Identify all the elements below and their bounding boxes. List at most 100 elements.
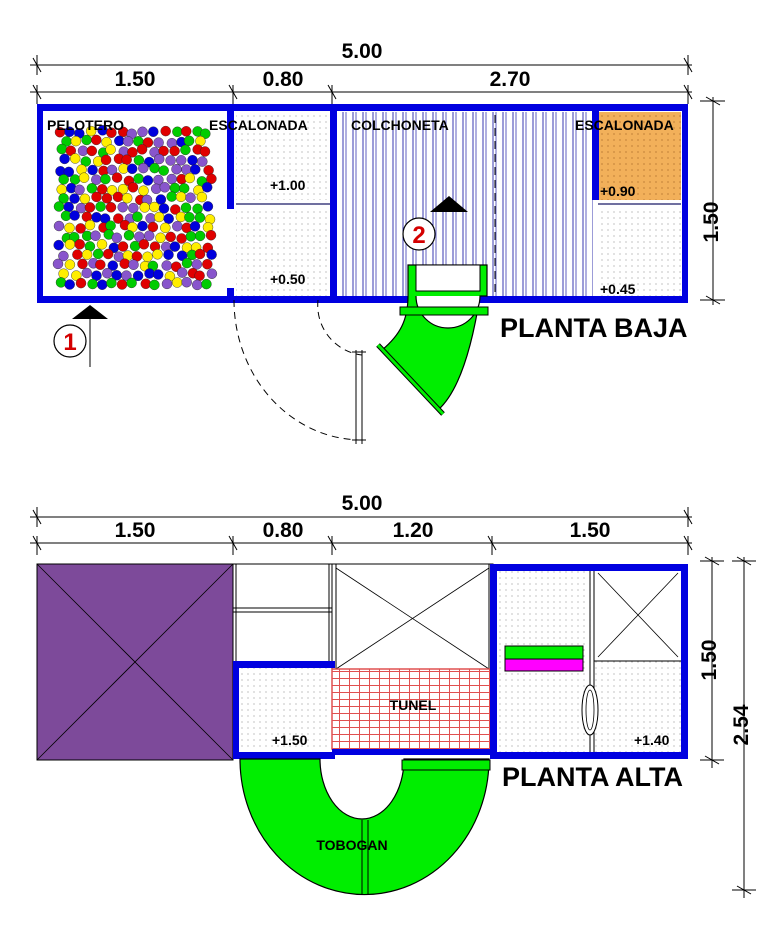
ball bbox=[53, 201, 65, 212]
ball bbox=[165, 231, 176, 243]
ball bbox=[161, 278, 173, 290]
ball bbox=[87, 278, 98, 290]
ball bbox=[169, 241, 181, 252]
ball bbox=[78, 172, 90, 183]
ball bbox=[107, 260, 119, 271]
ball bbox=[181, 257, 193, 269]
ball bbox=[200, 128, 211, 139]
ball bbox=[160, 125, 171, 137]
ball bbox=[153, 211, 165, 223]
ball bbox=[129, 240, 141, 252]
left-step-lower bbox=[236, 208, 330, 296]
ball bbox=[119, 258, 130, 269]
marker-2-circle bbox=[402, 217, 436, 251]
ball bbox=[132, 211, 143, 222]
ball bbox=[166, 191, 177, 202]
ground-height-dim: 1.50 bbox=[700, 202, 723, 243]
ball bbox=[91, 134, 102, 146]
ball bbox=[194, 230, 206, 242]
ball bbox=[53, 239, 64, 251]
ball bbox=[137, 126, 148, 138]
ball bbox=[145, 213, 156, 224]
ball bbox=[201, 181, 213, 193]
ball bbox=[194, 270, 205, 281]
ball bbox=[132, 270, 144, 281]
ball bbox=[75, 277, 87, 289]
ball bbox=[127, 147, 138, 158]
ball bbox=[81, 267, 93, 279]
marker-1-circle bbox=[53, 324, 87, 358]
ball bbox=[86, 183, 98, 194]
ball bbox=[184, 212, 195, 223]
ball bbox=[172, 126, 183, 138]
green-handrail bbox=[504, 645, 584, 660]
ball bbox=[199, 146, 211, 157]
ball bbox=[191, 259, 203, 270]
ball bbox=[137, 220, 148, 232]
ball bbox=[191, 279, 203, 291]
ball bbox=[64, 279, 75, 290]
ball bbox=[77, 258, 88, 270]
ball bbox=[84, 219, 96, 231]
ball bbox=[133, 155, 145, 166]
ground-floor-plan: 5.00 1.50 0.80 2.70 1.50 bbox=[30, 40, 725, 444]
upper-slide-tobogan bbox=[239, 758, 491, 896]
left-steps-label: ESCALONADA bbox=[209, 117, 308, 133]
ball bbox=[165, 155, 176, 166]
ball bbox=[72, 249, 83, 260]
upper-height-inner-dim: 1.50 bbox=[698, 640, 721, 681]
ground-slide bbox=[376, 264, 489, 416]
level-right-lower: +0.45 bbox=[600, 281, 636, 297]
ball bbox=[184, 172, 196, 184]
level-left-upper: +1.00 bbox=[270, 177, 306, 193]
ball bbox=[126, 163, 138, 175]
upper-left-platform bbox=[238, 667, 330, 751]
ball bbox=[189, 164, 201, 175]
ball bbox=[106, 277, 117, 289]
ball bbox=[58, 174, 69, 185]
ball bbox=[77, 145, 89, 157]
ball bbox=[192, 203, 203, 215]
ball-pit-balls bbox=[52, 125, 218, 291]
ball bbox=[101, 193, 113, 204]
ground-total-width: 5.00 bbox=[342, 40, 383, 63]
ball bbox=[64, 239, 76, 250]
ball bbox=[117, 201, 128, 213]
ball bbox=[111, 172, 123, 183]
ball bbox=[183, 135, 195, 147]
upper-dimension-right bbox=[700, 556, 756, 898]
ball bbox=[114, 135, 125, 147]
right-steps-label: ESCALONADA bbox=[575, 117, 674, 133]
ball bbox=[171, 163, 182, 175]
ball bbox=[64, 222, 75, 234]
ball bbox=[202, 259, 213, 270]
ball bbox=[105, 144, 116, 155]
ball bbox=[80, 156, 92, 167]
door-swing-arcs bbox=[233, 299, 363, 441]
ball bbox=[155, 232, 166, 244]
ball bbox=[116, 279, 128, 290]
ball bbox=[172, 220, 183, 232]
ball bbox=[128, 259, 139, 270]
ball bbox=[102, 248, 114, 260]
ball bbox=[185, 192, 196, 203]
ball bbox=[180, 202, 192, 213]
ball bbox=[95, 201, 106, 212]
tunnel-area bbox=[331, 668, 494, 750]
upper-floor-plan: 5.00 1.50 0.80 1.20 1.50 1.50 2.54 bbox=[30, 492, 756, 898]
ball bbox=[112, 191, 124, 203]
ball bbox=[122, 136, 134, 147]
ball bbox=[194, 248, 206, 260]
ball bbox=[153, 153, 165, 165]
ball bbox=[153, 137, 164, 148]
ball bbox=[143, 230, 155, 241]
ball bbox=[133, 173, 144, 184]
ball bbox=[90, 230, 101, 241]
ball bbox=[160, 222, 171, 234]
ball bbox=[180, 144, 191, 156]
marker-1-label: 1 bbox=[63, 329, 76, 356]
ball bbox=[175, 155, 187, 166]
ball bbox=[56, 184, 67, 195]
ball bbox=[128, 202, 139, 214]
